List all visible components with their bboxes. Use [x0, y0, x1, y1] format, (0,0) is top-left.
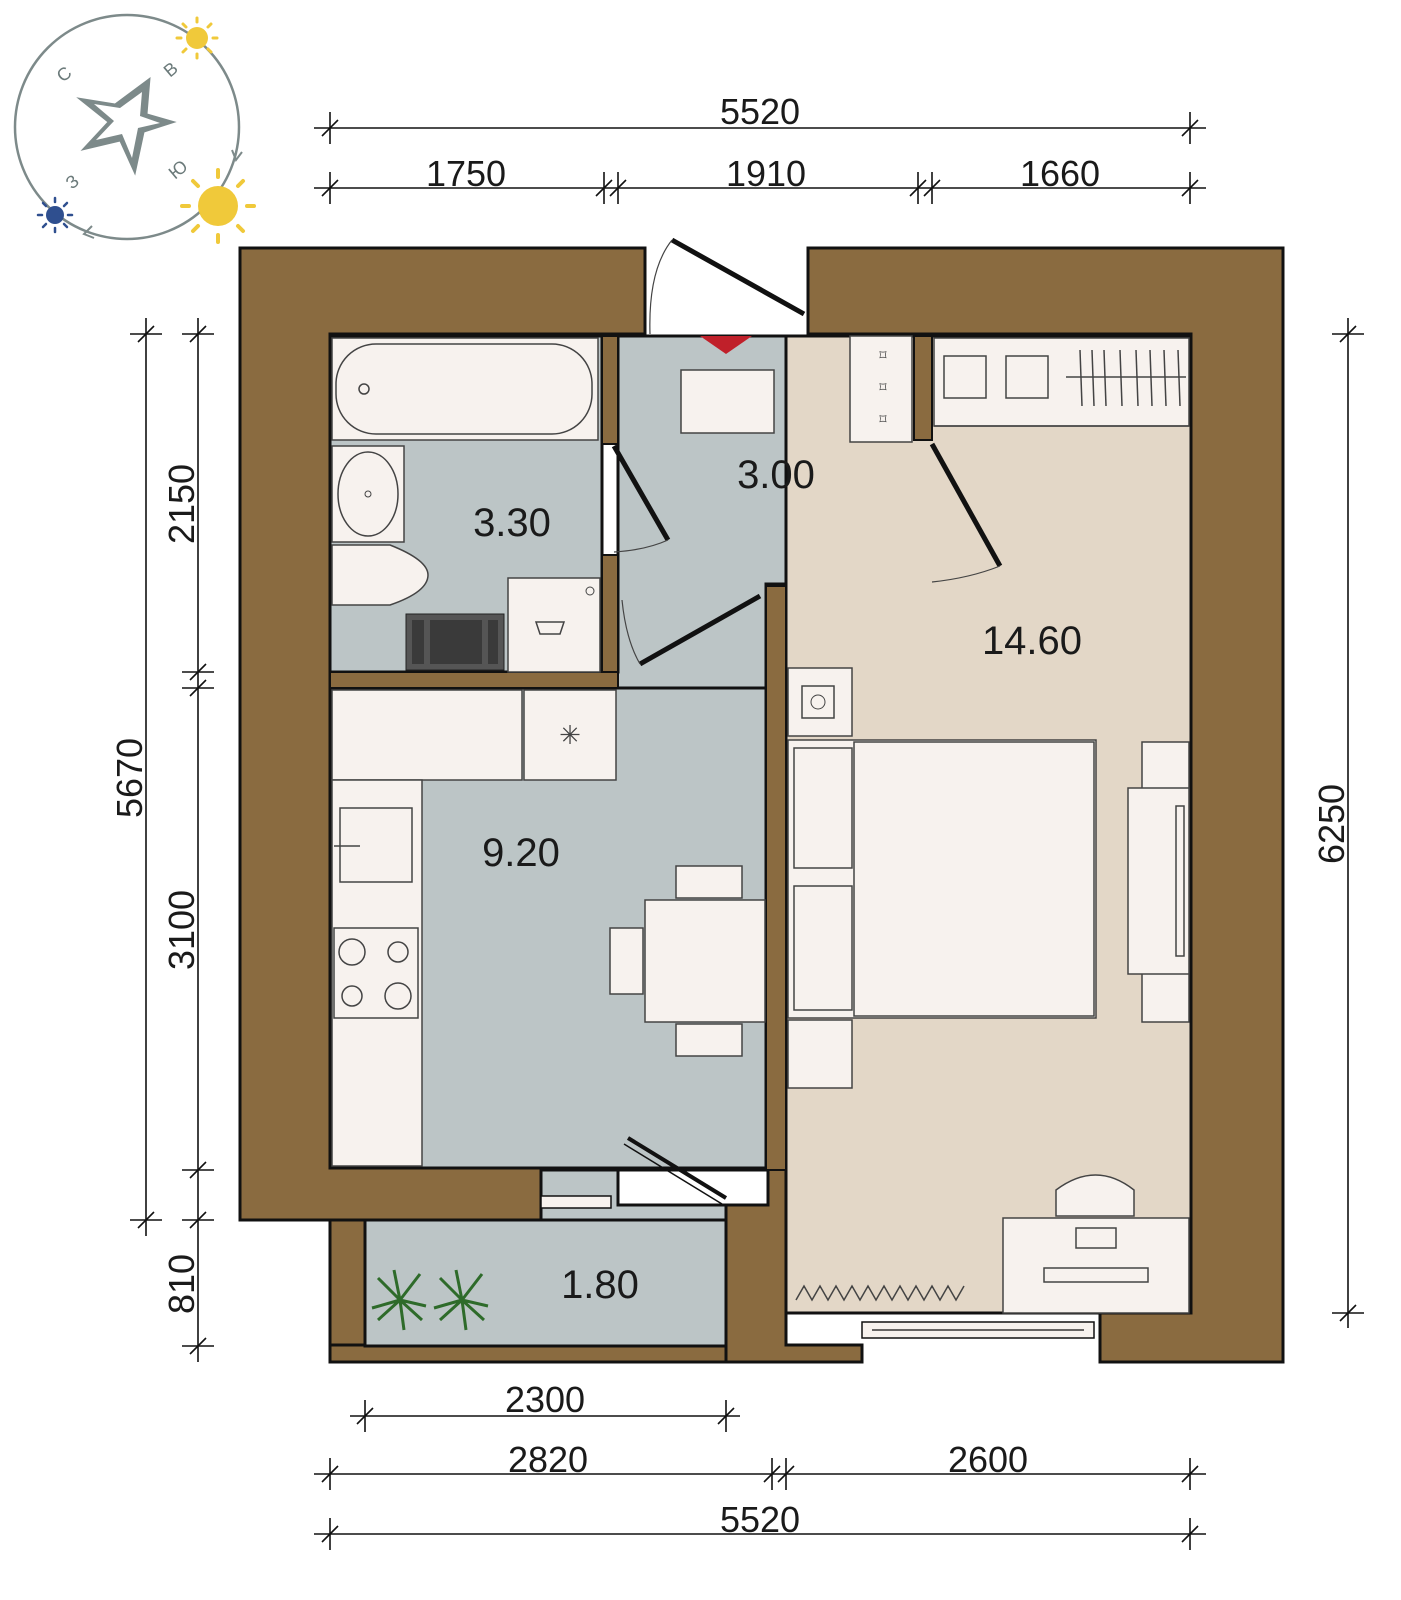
partition-wall: [601, 554, 619, 689]
bedside-table: [787, 667, 853, 737]
balcony-door[interactable]: [623, 1136, 728, 1205]
lamp-icon: [801, 685, 835, 719]
chair: [675, 1023, 743, 1057]
dim-left-balcony-label: 810: [161, 1254, 202, 1314]
dim-bottom-total: 5520: [314, 1499, 1206, 1550]
arrow-icon: [82, 225, 95, 239]
chair: [675, 865, 743, 899]
balcony-area-label: 1.80: [561, 1263, 639, 1307]
compass-ring: [13, 13, 241, 241]
box-icon: [943, 355, 987, 399]
sun-large-icon: [180, 168, 256, 244]
bedroom-door[interactable]: [929, 442, 1003, 583]
dim-left-upper-label: 2150: [161, 464, 202, 544]
compass-north-label: С: [53, 62, 76, 86]
hanger-icon: ⌑: [879, 379, 887, 395]
dim-left-outer: 5670: [109, 318, 162, 1236]
bathroom-area-label: 3.30: [473, 501, 551, 545]
dim-bottom-balcony: 2300: [350, 1379, 740, 1432]
kitchen-door[interactable]: [621, 593, 762, 667]
dining-table: [644, 899, 766, 1023]
partition-wall: [601, 335, 619, 445]
dim-top-segments: 1750 1910 1660: [314, 153, 1206, 204]
desk-chair: [1055, 1174, 1135, 1217]
balcony: [363, 1218, 728, 1348]
hall-area-label: 3.00: [737, 453, 815, 497]
dim-bottom-segment-2-label: 2600: [948, 1439, 1028, 1480]
dim-top-segment-3-label: 1660: [1020, 153, 1100, 194]
kitchen-window: [540, 1195, 612, 1209]
plant-icon: [371, 1269, 427, 1331]
dim-right-total-label: 6250: [1311, 784, 1352, 864]
sun-small-icon: [175, 16, 219, 60]
blanket: [853, 741, 1095, 1017]
dim-bottom-balcony-label: 2300: [505, 1379, 585, 1420]
burner-icon: [341, 985, 363, 1007]
laptop-icon: [1075, 1227, 1117, 1249]
burner-icon: [387, 941, 409, 963]
compass: С В Ю З: [13, 13, 256, 244]
dim-top-segment-2-label: 1910: [726, 153, 806, 194]
bedroom-area-label: 14.60: [982, 619, 1082, 663]
chair: [609, 927, 644, 995]
kitchen-counter: [331, 689, 523, 781]
dim-top-total: 5520: [314, 91, 1206, 144]
compass-south-label: Ю: [165, 156, 192, 183]
compass-west-label: З: [62, 171, 83, 193]
dim-left-outer-label: 5670: [109, 738, 150, 818]
pillow: [793, 747, 853, 869]
plant-icon: [433, 1269, 489, 1331]
compass-east-label: В: [160, 58, 182, 81]
partition-wall: [913, 335, 933, 441]
entrance-marker-icon: [700, 336, 752, 354]
washing-machine: [507, 577, 601, 673]
hanger-icon: ⌑: [879, 411, 887, 427]
dim-right-total: 6250: [1311, 318, 1364, 1328]
dim-top-total-label: 5520: [720, 91, 800, 132]
snowflake-icon: ✳: [559, 720, 581, 750]
tv-icon: [1175, 805, 1185, 957]
partition-wall: [329, 671, 619, 689]
kitchen-area-label: 9.20: [482, 831, 560, 875]
dim-bottom-segment-1-label: 2820: [508, 1439, 588, 1480]
bedside-table: [787, 1019, 853, 1089]
dim-top-segment-1-label: 1750: [426, 153, 506, 194]
partition-wall: [765, 585, 787, 1171]
clothes-rail-icon: [1066, 349, 1186, 407]
box-icon: [1005, 355, 1049, 399]
entrance-door[interactable]: [649, 237, 806, 335]
arrow-icon: [231, 149, 243, 163]
hall-wardrobe: [849, 335, 913, 443]
dim-bottom-total-label: 5520: [720, 1499, 800, 1540]
fridge: [523, 689, 617, 781]
toilet: [331, 544, 429, 606]
kitchen-sink: [339, 807, 413, 883]
burner-icon: [338, 938, 366, 966]
radiator-icon: [795, 1284, 965, 1302]
burner-icon: [384, 982, 412, 1010]
moon-icon: [36, 196, 74, 234]
hall-bench: [680, 369, 775, 434]
hanger-icon: ⌑: [879, 347, 887, 363]
dim-bottom-segments: 2820 2600: [314, 1439, 1206, 1490]
drain-icon: [358, 383, 370, 395]
bathroom-door[interactable]: [611, 444, 671, 553]
dim-left-middle-label: 3100: [161, 890, 202, 970]
pillow: [793, 885, 853, 1011]
stove: [333, 927, 419, 1019]
keyboard-icon: [1043, 1267, 1149, 1283]
dim-left-inner: 2150 3100 810: [161, 318, 214, 1362]
